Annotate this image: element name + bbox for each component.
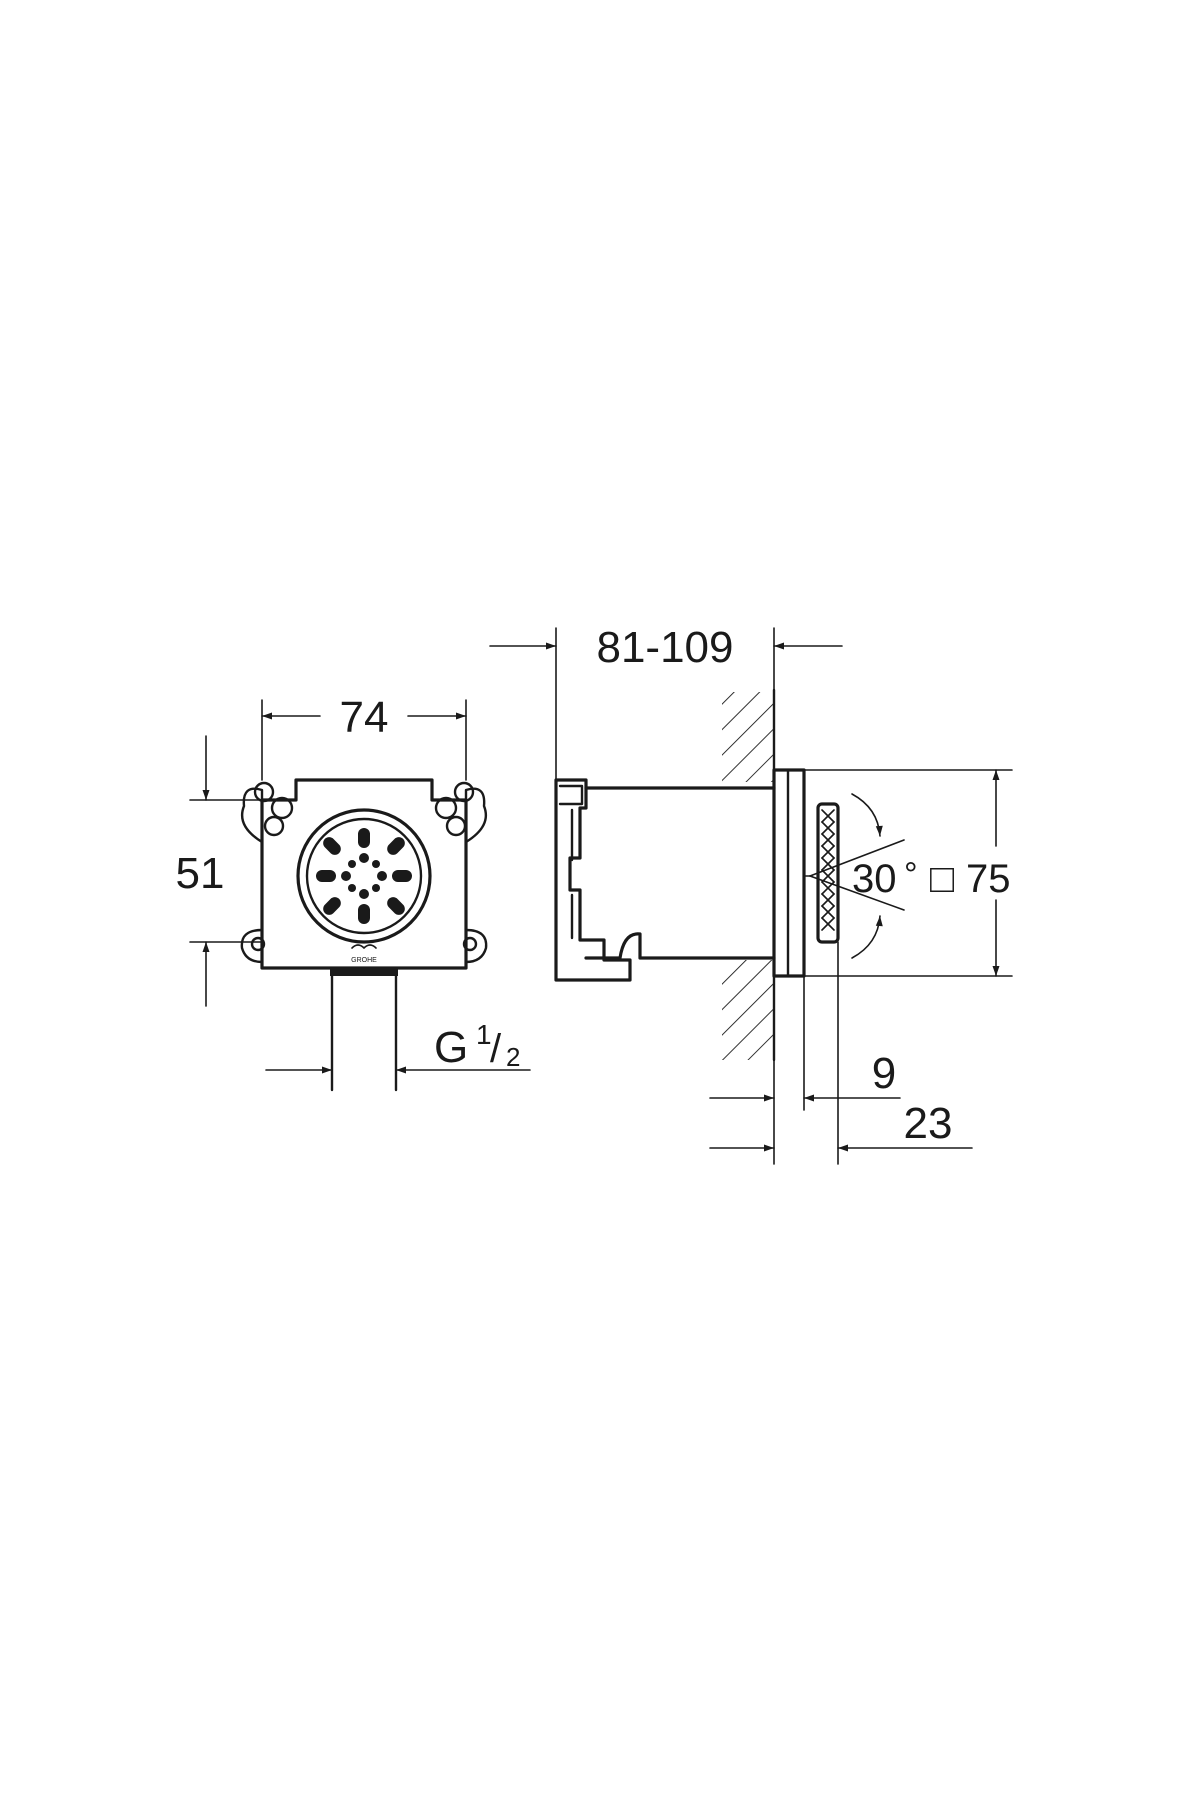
dim-label-51: 51 xyxy=(176,849,225,898)
dimension-projection-23: 23 xyxy=(709,941,973,1165)
dimension-thread: G 1 / 2 xyxy=(265,1019,531,1074)
front-view: GROHE 74 51 G 1 xyxy=(176,693,531,1092)
nozzle-disc-outer xyxy=(296,808,432,944)
valve-body xyxy=(554,778,632,982)
dim-label-thread-g: G xyxy=(434,1023,468,1072)
dimension-height-51: 51 xyxy=(176,735,263,1007)
dimension-depth: 81-109 xyxy=(489,623,843,781)
dim-label-angle: 30 xyxy=(852,857,897,901)
dim-label-degree: ° xyxy=(904,856,918,894)
nozzle-holes xyxy=(316,828,412,924)
spray-angle-indicator: 30 ° xyxy=(803,793,918,959)
dim-label-thread-den: 2 xyxy=(506,1042,520,1072)
dimension-thickness-9: 9 xyxy=(709,975,901,1165)
nozzle-head xyxy=(816,802,840,944)
mounting-ear-left-top xyxy=(240,781,294,844)
dim-label-depth: 81-109 xyxy=(596,623,733,672)
wall-section-lower xyxy=(722,958,776,1062)
dim-label-thread-num: 1 xyxy=(476,1019,492,1050)
brand-logo: GROHE xyxy=(351,944,377,964)
dimension-plate-75: □ 75 xyxy=(803,769,1013,977)
connection-pipe xyxy=(330,968,398,1092)
side-view: 30 ° □ 75 81-109 9 xyxy=(489,623,1013,1165)
dim-label-square: □ xyxy=(930,857,954,901)
dimension-width-74: 74 xyxy=(261,693,467,781)
valve-housing xyxy=(584,786,776,960)
mounting-ear-right-bottom xyxy=(462,928,488,964)
dim-label-thread-sep: / xyxy=(490,1027,502,1071)
wall-section-upper xyxy=(722,688,776,784)
mounting-ear-left-bottom xyxy=(240,928,266,964)
mounting-ear-right-top xyxy=(434,781,488,844)
dim-label-23: 23 xyxy=(904,1099,953,1148)
dim-label-9: 9 xyxy=(872,1049,896,1098)
valve-detail xyxy=(558,784,584,940)
svg-text:GROHE: GROHE xyxy=(351,957,377,964)
nozzle-disc-inner xyxy=(305,817,423,935)
dim-label-74: 74 xyxy=(340,693,389,742)
dim-label-75: 75 xyxy=(966,857,1011,901)
